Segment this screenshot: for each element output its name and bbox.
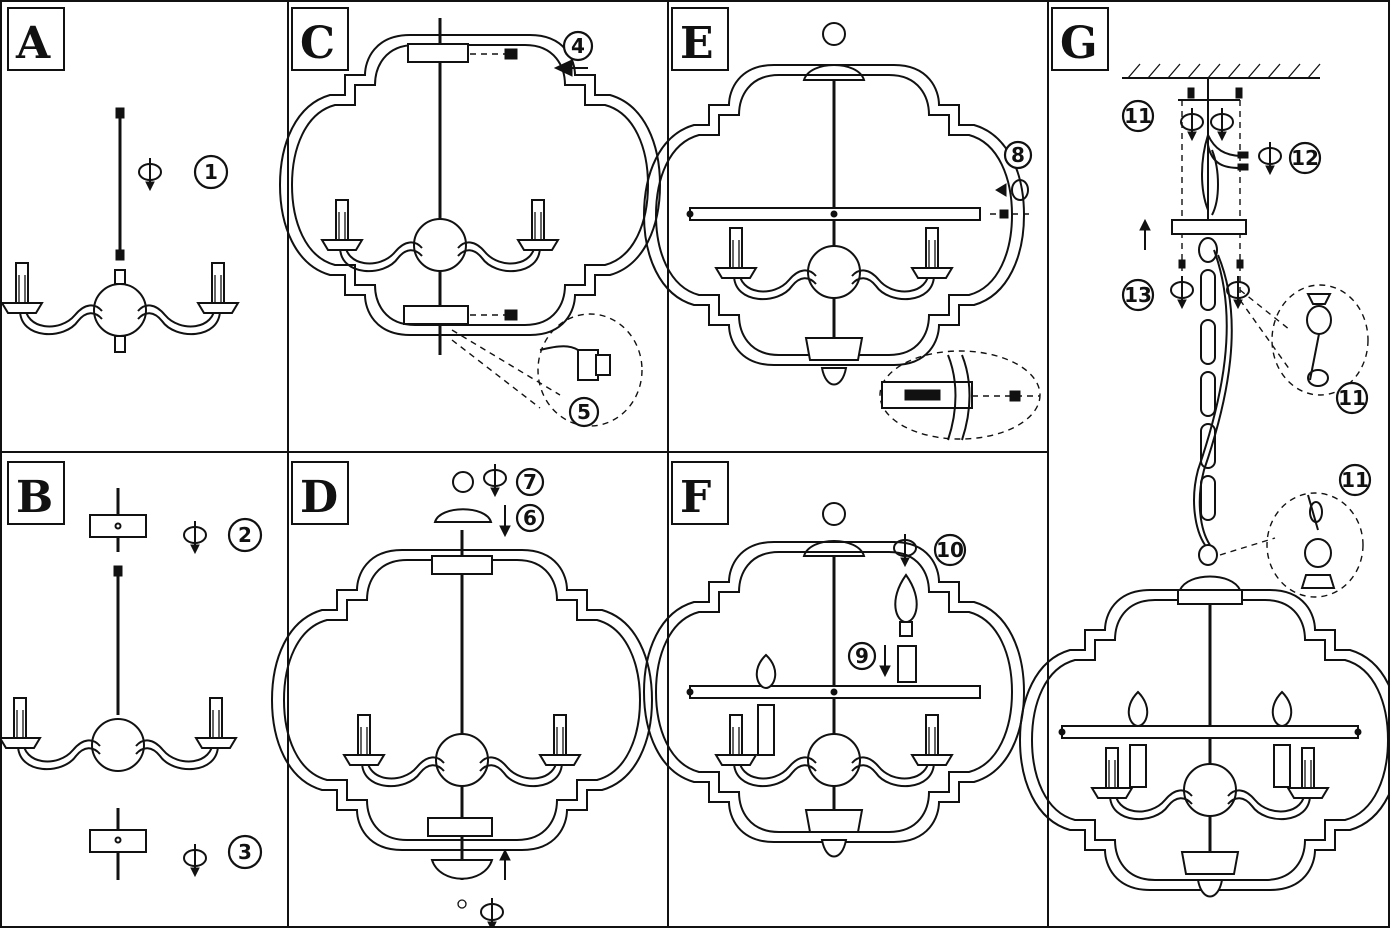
step-1: 1 [204, 160, 218, 184]
step-6-marker: 6 [515, 503, 545, 533]
step-8: 8 [1011, 143, 1025, 167]
step-11-upper-detail-marker: 11 [1335, 381, 1369, 415]
step-10: 10 [936, 538, 964, 562]
panel-letter-g: G [1060, 18, 1098, 69]
step-4-marker: 4 [562, 30, 594, 62]
step-2-marker: 2 [227, 517, 263, 553]
panel-b: B 2 3 [0, 461, 263, 880]
chain [1193, 237, 1233, 566]
panel-letter-d: D [300, 472, 338, 523]
panel-d: D 7 6 [271, 461, 653, 928]
panel-c: C 4 5 [279, 7, 661, 428]
step-13: 13 [1124, 283, 1152, 307]
step-11-upper-detail: 11 [1338, 386, 1366, 410]
panel-e: E 8 [643, 7, 1041, 441]
step-10-marker: 10 [933, 533, 967, 567]
panel-letter-b: B [16, 472, 53, 523]
step-11-lower-detail-marker: 11 [1338, 463, 1372, 497]
panel-letter-a: A [15, 18, 51, 69]
step-7: 7 [523, 470, 537, 494]
step-12-marker: 12 [1288, 141, 1322, 175]
step-7-marker: 7 [515, 467, 545, 497]
step-13-marker: 13 [1121, 278, 1155, 312]
step-6: 6 [523, 506, 537, 530]
panel-letter-f: F [680, 472, 711, 523]
panel-letter-c: C [300, 18, 335, 69]
step-11-top-marker: 11 [1121, 99, 1155, 133]
panel-f: F 10 9 [643, 461, 1025, 858]
step-11-top: 11 [1124, 104, 1152, 128]
step-5: 5 [577, 400, 591, 424]
step-8-marker: 8 [1003, 140, 1033, 170]
panel-a: A 1 [1, 7, 239, 353]
step-9-marker: 9 [847, 641, 877, 671]
step-3-marker: 3 [227, 834, 263, 870]
panel-g: G 12 11 [1019, 7, 1390, 898]
panel-letter-e: E [680, 18, 714, 69]
step-9: 9 [855, 644, 869, 668]
step-5-marker: 5 [568, 396, 600, 428]
step-3: 3 [238, 840, 252, 864]
step-11-lower-detail: 11 [1341, 468, 1369, 492]
step-12: 12 [1291, 146, 1319, 170]
step-2: 2 [238, 523, 252, 547]
step-4: 4 [571, 34, 585, 58]
step-1-marker: 1 [193, 154, 229, 190]
